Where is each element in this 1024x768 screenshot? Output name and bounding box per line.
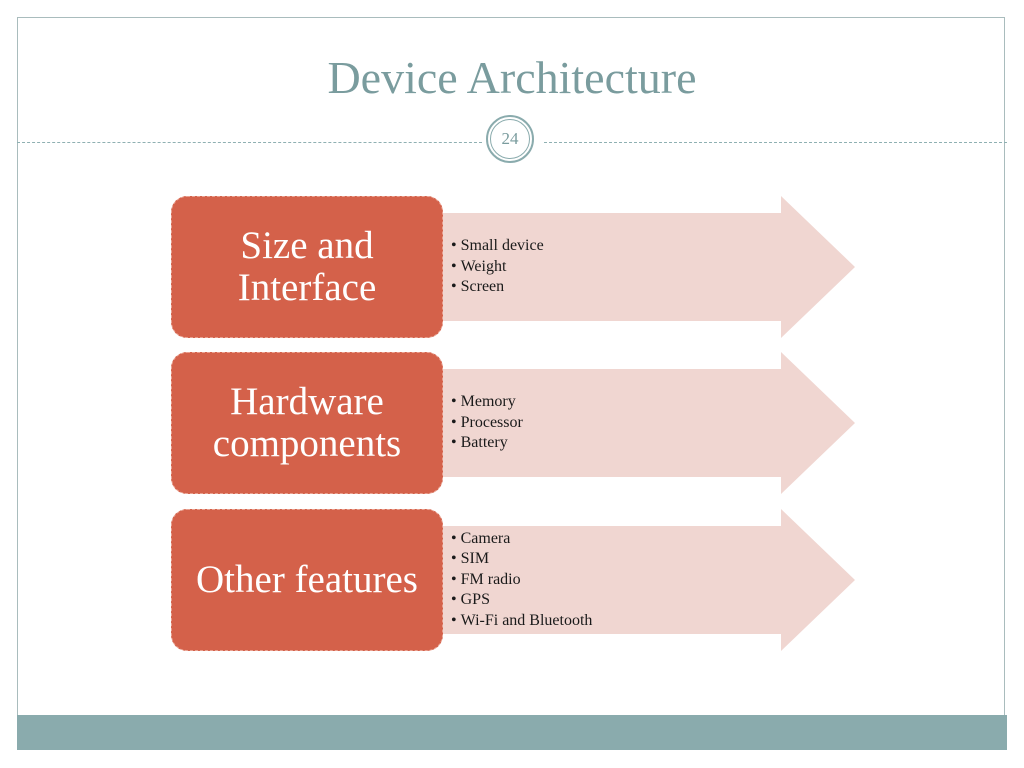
list-item: GPS — [451, 590, 592, 611]
bullet-list: Camera SIM FM radio GPS Wi-Fi and Blueto… — [451, 509, 593, 651]
section-other-features: Other features Camera SIM FM radio GPS W… — [171, 509, 855, 651]
category-label: Size and Interface — [171, 196, 443, 338]
list-item: Memory — [451, 392, 523, 413]
category-label: Hardware components — [171, 352, 443, 494]
page-number: 24 — [490, 119, 530, 159]
section-size-and-interface: Size and Interface Small device Weight S… — [171, 196, 855, 338]
list-item: Weight — [451, 257, 544, 278]
footer-bar — [17, 715, 1007, 750]
arrow-shape — [401, 352, 855, 494]
bullet-list: Memory Processor Battery — [451, 352, 523, 494]
category-label: Other features — [171, 509, 443, 651]
section-hardware-components: Hardware components Memory Processor Bat… — [171, 352, 855, 494]
list-item: SIM — [451, 549, 592, 570]
list-item: Small device — [451, 236, 544, 257]
list-item: Wi-Fi and Bluetooth — [451, 611, 593, 632]
list-item: FM radio — [451, 570, 592, 591]
list-item: Battery — [451, 433, 523, 454]
list-item: Processor — [451, 413, 523, 434]
arrow-shape — [401, 196, 855, 338]
page-number-badge: 24 — [486, 115, 534, 163]
title-divider-left — [17, 142, 482, 143]
list-item: Screen — [451, 277, 544, 298]
bullet-list: Small device Weight Screen — [451, 196, 544, 338]
slide-title: Device Architecture — [327, 52, 697, 103]
title-divider-right — [544, 142, 1007, 143]
list-item: Camera — [451, 529, 592, 550]
